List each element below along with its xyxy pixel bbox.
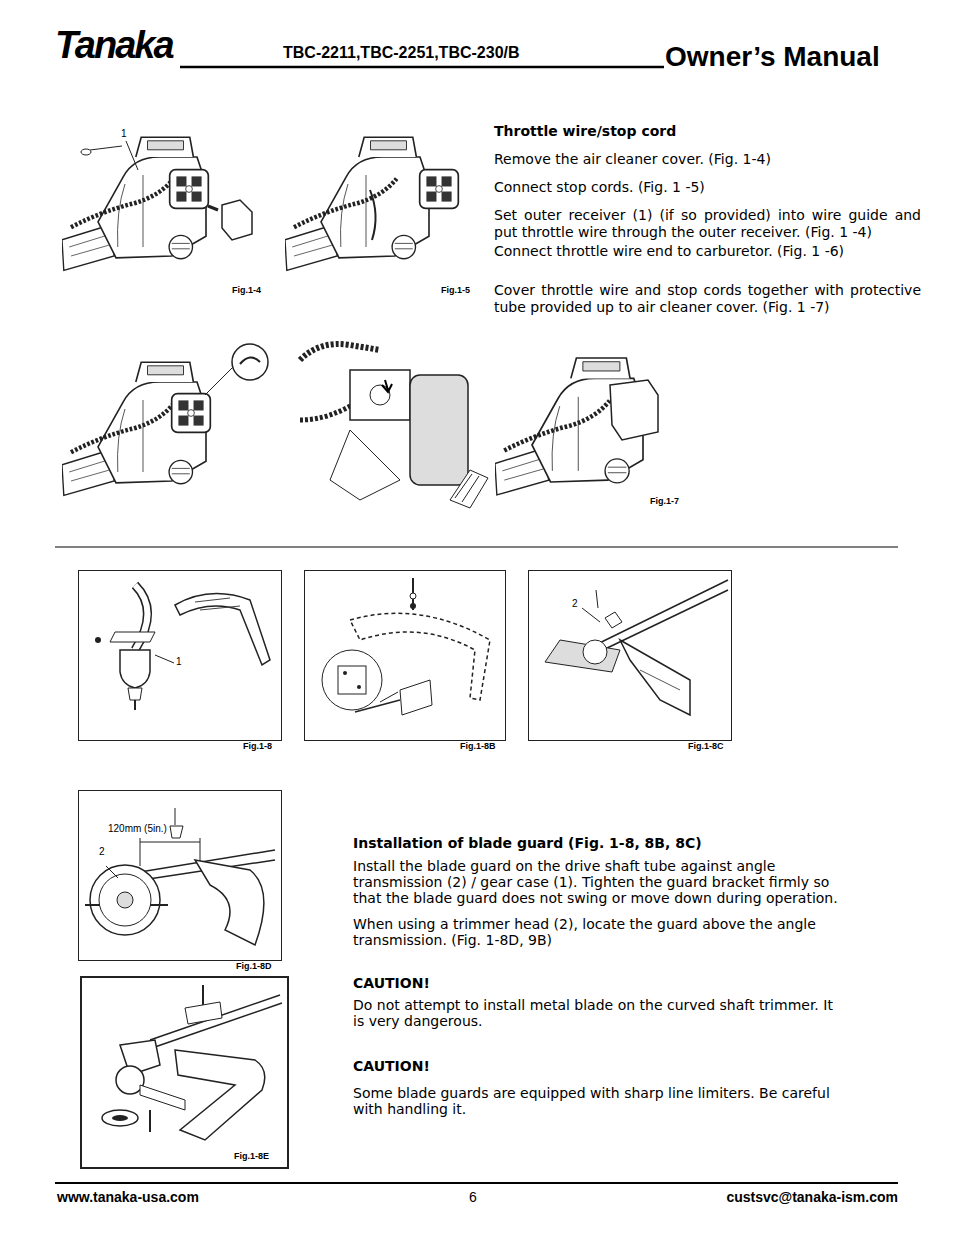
caution-heading: CAUTION!	[353, 975, 430, 992]
body-text: Connect throttle wire end to carburetor.…	[494, 243, 921, 260]
figure-label: Fig.1-8D	[236, 961, 272, 972]
figure-label: Fig.1-5	[441, 285, 470, 296]
callout-number: 2	[99, 846, 105, 858]
body-text: Install the blade guard on the drive sha…	[353, 858, 843, 906]
body-text: Set outer receiver (1) (if so provided) …	[494, 207, 921, 241]
page-title: Owner’s Manual	[665, 40, 880, 74]
callout-number: 1	[176, 656, 182, 668]
body-text: When using a trimmer head (2), locate th…	[353, 916, 843, 948]
section-heading: Installation of blade guard (Fig. 1-8, 8…	[353, 835, 702, 852]
body-text: Some blade guards are equipped with shar…	[353, 1085, 843, 1117]
figure-label: Fig.1-8B	[460, 741, 496, 752]
section-heading: Throttle wire/stop cord	[494, 123, 676, 140]
footer-email: custsvc@tanaka-ism.com	[726, 1189, 898, 1206]
callout-number: 1	[121, 128, 127, 140]
body-text: Remove the air cleaner cover. (Fig. 1-4)	[494, 151, 921, 168]
body-text: Cover throttle wire and stop cords toget…	[494, 282, 921, 316]
figure-label: Fig.1-7	[650, 496, 679, 507]
body-text: Do not attempt to install metal blade on…	[353, 997, 843, 1029]
caution-heading: CAUTION!	[353, 1058, 430, 1075]
dimension-label: 120mm (5in.)	[108, 823, 167, 835]
brand-logo: Tanaka	[55, 26, 173, 64]
page-number: 6	[469, 1189, 477, 1206]
figure-label: Fig.1-8	[243, 741, 272, 752]
figure-label: Fig.1-8E	[234, 1151, 269, 1162]
model-numbers: TBC-2211,TBC-2251,TBC-230/B	[283, 43, 520, 62]
figure-label: Fig.1-4	[232, 285, 261, 296]
body-text: Connect stop cords. (Fig. 1 -5)	[494, 179, 921, 196]
figure-label: Fig.1-8C	[688, 741, 724, 752]
callout-number: 2	[572, 598, 578, 610]
footer-url: www.tanaka-usa.com	[57, 1189, 199, 1206]
